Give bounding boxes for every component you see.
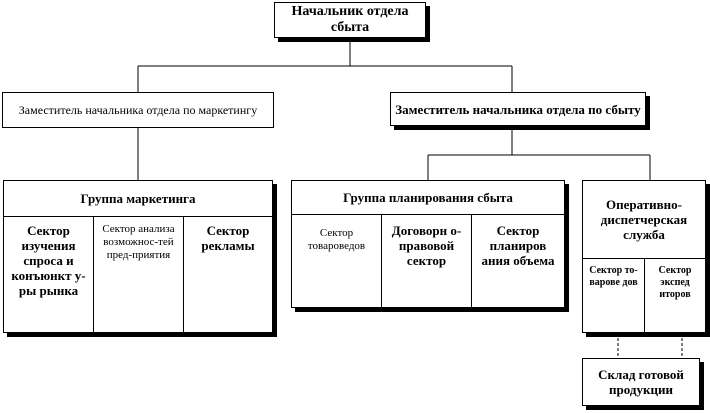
sector-volume-planning: Сектор планиров ания объема bbox=[481, 223, 555, 268]
sales-planning-group-box: Группа планирования сбыта Сектор товаров… bbox=[291, 180, 565, 308]
marketing-group-box: Группа маркетинга Сектор изучения спроса… bbox=[3, 180, 273, 333]
sector-demand-research: Сектор изучения спроса и конъюнкт у-ры р… bbox=[4, 217, 94, 332]
sales-planning-group-title: Группа планирования сбыта bbox=[292, 181, 564, 215]
sector-merchandisers-dispatch: Сектор то-варове дов bbox=[583, 259, 645, 332]
head-of-sales-title: Начальник отдела сбыта bbox=[291, 4, 409, 35]
warehouse-title: Склад готовой продукции bbox=[598, 367, 684, 397]
deputy-marketing-box: Заместитель начальника отдела по маркети… bbox=[2, 92, 274, 128]
sector-forwarders: Сектор экспед иторов bbox=[658, 265, 692, 300]
deputy-marketing-title: Заместитель начальника отдела по маркети… bbox=[18, 103, 258, 117]
sector-merchandisers: Сектор товароведов bbox=[292, 215, 382, 307]
deputy-sales-box: Заместитель начальника отдела по сбыту bbox=[390, 92, 646, 126]
deputy-sales-title: Заместитель начальника отдела по сбыту bbox=[395, 101, 641, 117]
warehouse-box: Склад готовой продукции bbox=[582, 358, 700, 406]
dispatch-service-box: Оперативно-диспетчерская служба Сектор т… bbox=[582, 180, 706, 333]
sector-advertising: Сектор рекламы bbox=[201, 223, 255, 253]
marketing-group-title: Группа маркетинга bbox=[4, 181, 272, 217]
sector-enterprise-analysis: Сектор анализа возможнос-тей пред-прияти… bbox=[94, 217, 184, 332]
head-of-sales-box: Начальник отдела сбыта bbox=[274, 2, 426, 38]
dispatch-service-title: Оперативно-диспетчерская служба bbox=[583, 181, 705, 259]
sector-contract-legal: Договорн о-правовой сектор bbox=[382, 215, 472, 307]
